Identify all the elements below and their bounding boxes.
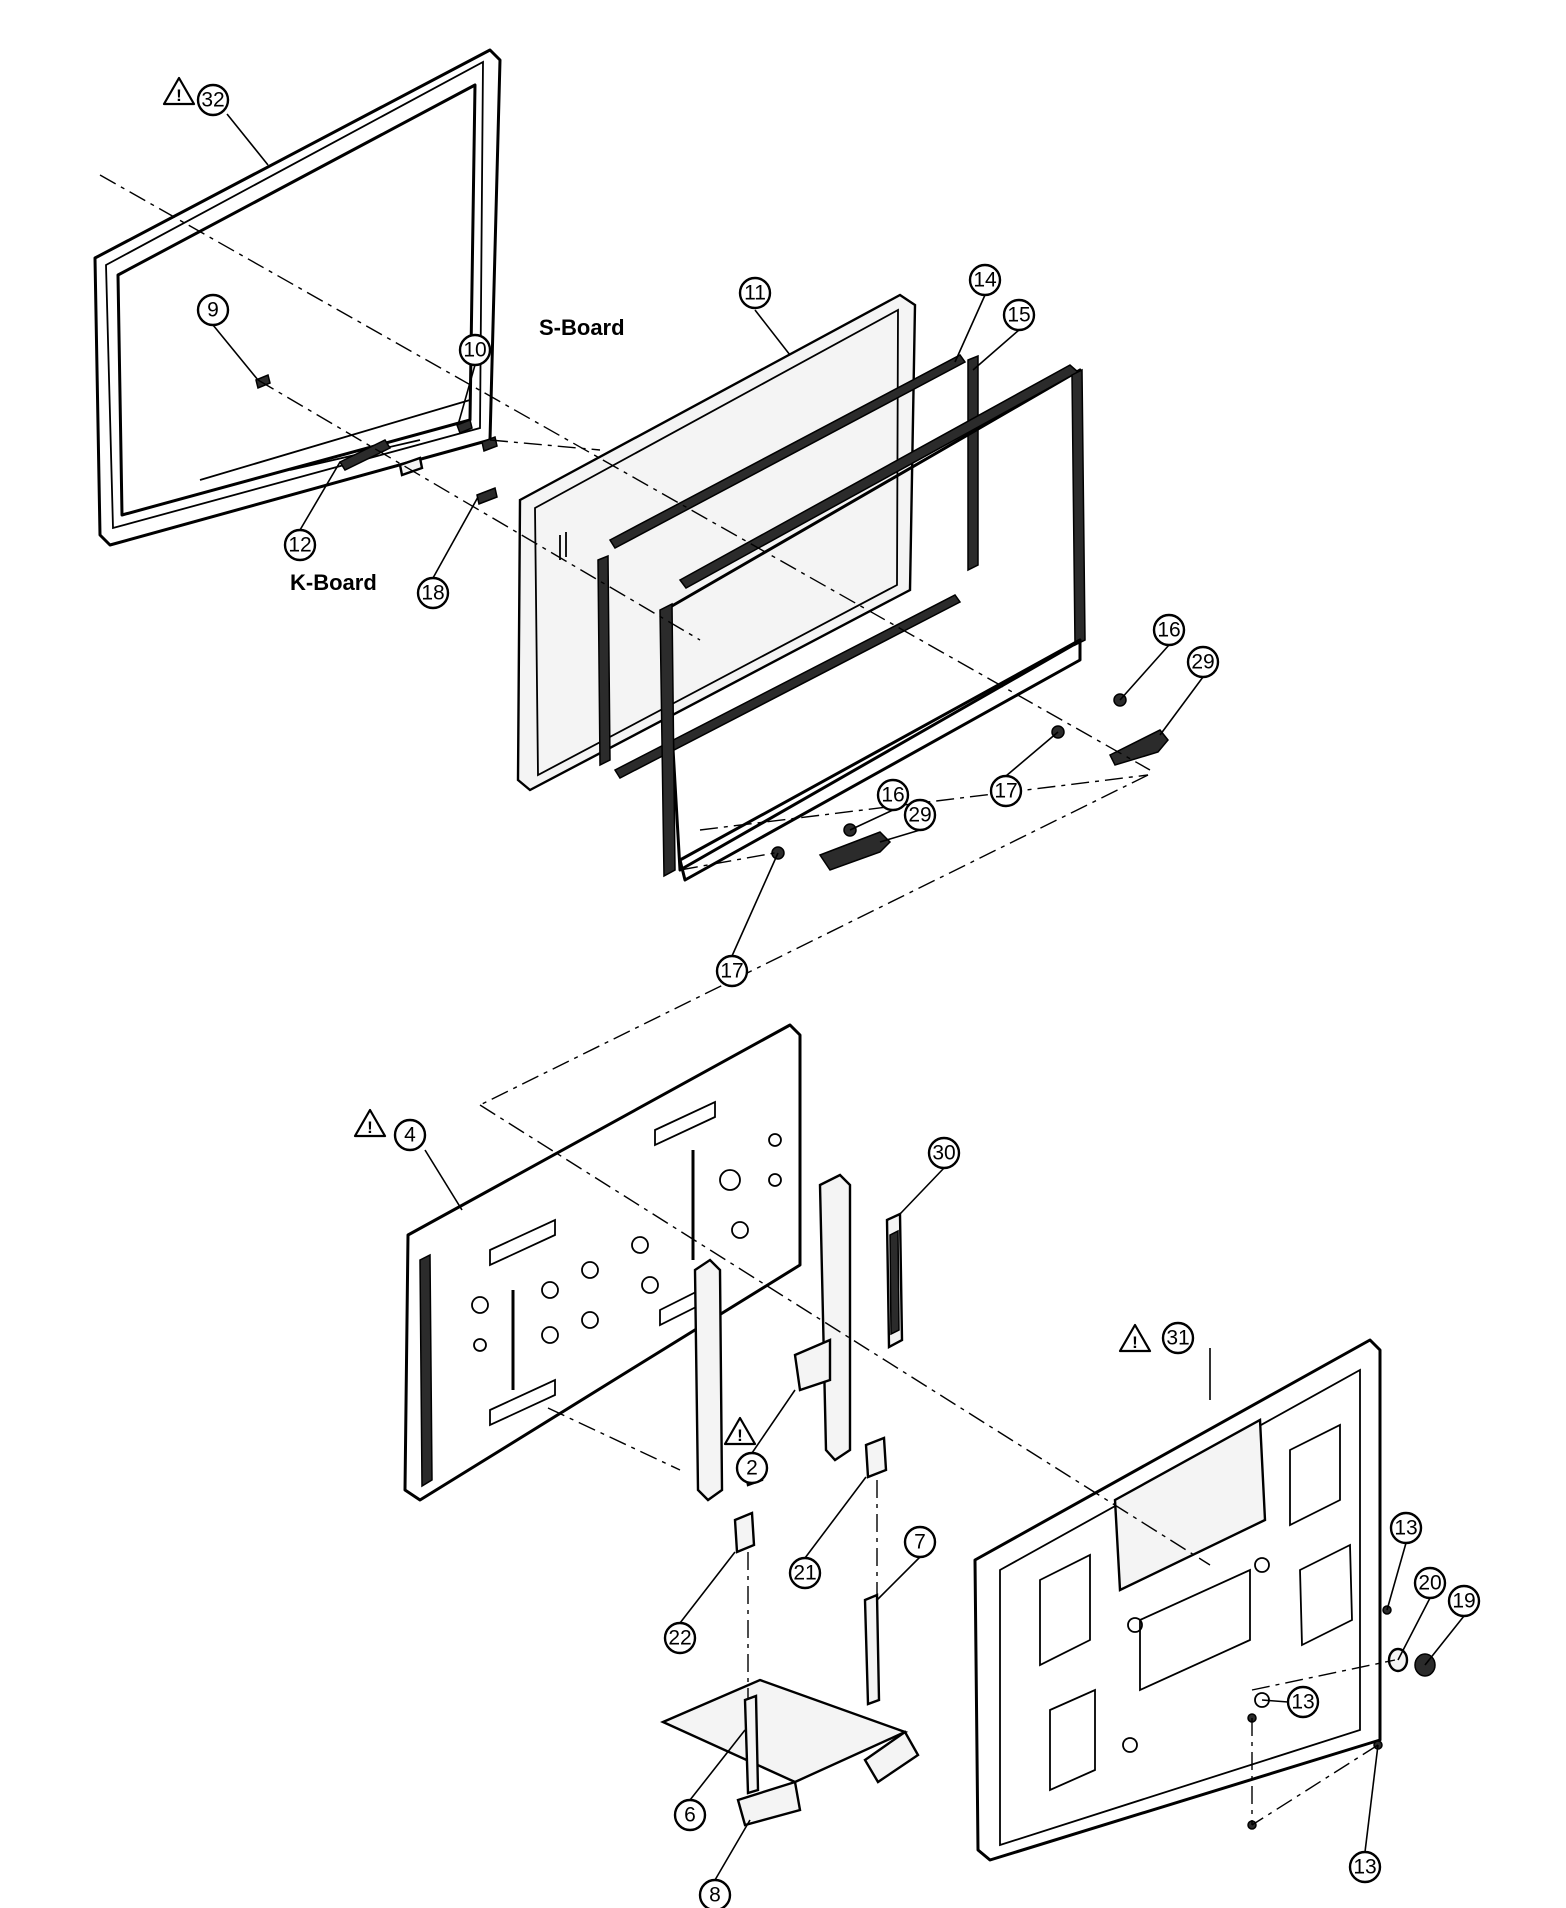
callout-31: 31 [1161,1321,1195,1355]
warning-icon: ! [1118,1323,1152,1353]
callout-13: 13 [1348,1850,1382,1884]
callout-22: 22 [663,1621,697,1655]
svg-text:12: 12 [288,534,311,557]
svg-text:16: 16 [1157,619,1180,642]
callout-16: 16 [876,778,910,812]
svg-text:10: 10 [463,339,486,362]
callout-17: 17 [715,954,749,988]
svg-text:14: 14 [973,269,997,292]
svg-text:!: ! [737,1426,743,1445]
side-bracket-part [885,1212,904,1349]
svg-text:16: 16 [881,784,904,807]
svg-text:17: 17 [720,960,743,983]
svg-text:19: 19 [1452,1590,1475,1613]
screws-part [1247,1605,1436,1830]
svg-text:!: ! [1132,1333,1138,1352]
callout-4: 4 [393,1118,427,1152]
callout-16: 16 [1152,613,1186,647]
callout-32: 32 [196,83,230,117]
svg-text:15: 15 [1007,304,1030,327]
svg-text:2: 2 [746,1457,758,1480]
callout-15: 15 [1002,298,1036,332]
callout-13: 13 [1389,1511,1423,1545]
callout-17: 17 [989,774,1023,808]
svg-text:4: 4 [404,1124,416,1147]
svg-text:13: 13 [1291,1691,1314,1714]
svg-text:6: 6 [684,1804,696,1827]
svg-text:9: 9 [207,299,219,322]
svg-text:13: 13 [1394,1517,1417,1540]
callout-30: 30 [927,1136,961,1170]
callout-14: 14 [968,263,1002,297]
callout-12: 12 [283,528,317,562]
callout-19: 19 [1447,1584,1481,1618]
svg-text:!: ! [367,1118,373,1137]
warning-icon: ! [723,1416,757,1446]
callout-21: 21 [788,1556,822,1590]
svg-text:29: 29 [908,804,931,827]
k-board-label: K-Board [290,570,377,595]
callout-6: 6 [673,1798,707,1832]
callout-7: 7 [903,1525,937,1559]
alignment-lines [99,174,1396,1826]
svg-text:7: 7 [914,1531,926,1554]
rear-cover-part [973,1338,1382,1862]
callout-29: 29 [1186,645,1220,679]
callout-2: 2 [735,1451,769,1485]
svg-text:17: 17 [994,780,1017,803]
svg-text:30: 30 [932,1142,955,1165]
svg-text:11: 11 [744,282,766,305]
svg-text:13: 13 [1353,1856,1376,1879]
warning-icon: ! [353,1108,387,1138]
callout-13: 13 [1286,1685,1320,1719]
sealing-strips-part [597,354,979,779]
svg-text:21: 21 [793,1562,816,1585]
svg-text:18: 18 [421,582,444,605]
callout-29: 29 [903,798,937,832]
stand-base-part [660,1511,920,1827]
svg-text:29: 29 [1191,651,1214,674]
callout-10: 10 [458,333,492,367]
svg-text:20: 20 [1418,1572,1441,1595]
panel-brackets-part [771,693,1169,871]
callout-8: 8 [698,1878,732,1908]
leader-lines [212,113,1465,1881]
svg-text:22: 22 [668,1627,691,1650]
callout-11: 11 [738,276,772,310]
board-small-parts [255,373,498,506]
callout-20: 20 [1413,1566,1447,1600]
s-board-label: S-Board [539,315,625,340]
panel-frame-part [659,364,1086,882]
svg-text:8: 8 [709,1884,721,1907]
front-bezel-part [93,48,502,547]
callout-9: 9 [196,293,230,327]
svg-text:31: 31 [1166,1327,1189,1350]
svg-text:32: 32 [201,89,224,112]
stand-bracket-part [693,1173,888,1502]
front-glass-part [516,293,917,792]
callout-18: 18 [416,576,450,610]
svg-text:!: ! [176,86,182,105]
rear-chassis-part [403,1023,802,1502]
warning-icon: ! [162,76,196,106]
